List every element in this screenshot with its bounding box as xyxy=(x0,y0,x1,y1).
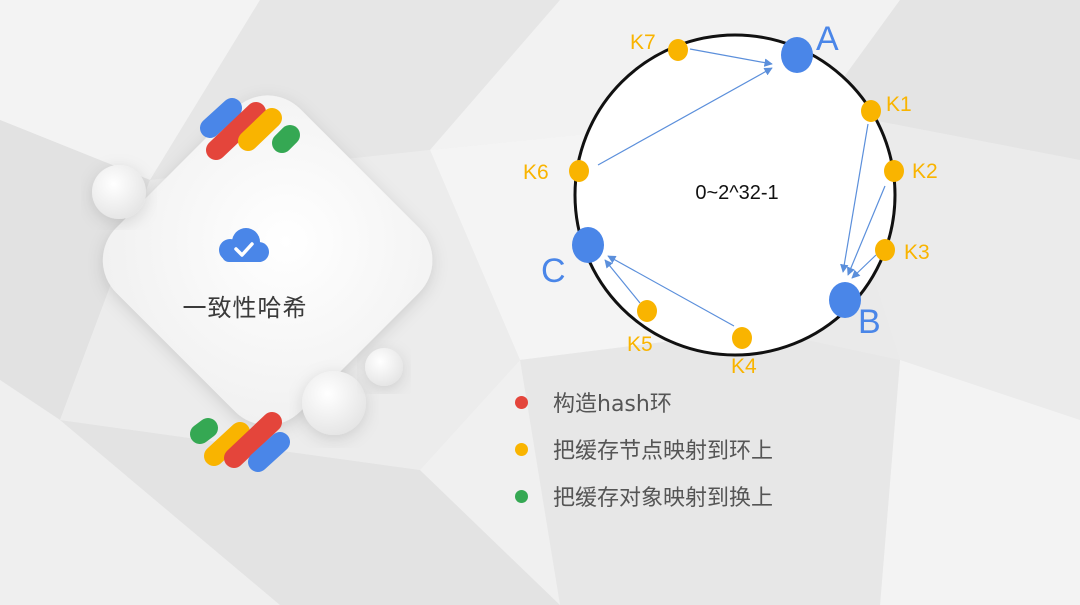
arrow-k6-to-a xyxy=(597,67,773,166)
green-bullet-icon xyxy=(515,490,528,503)
server-labels: A B C xyxy=(541,20,881,341)
hash-ring xyxy=(573,33,897,357)
key-label-k7: K7 xyxy=(630,31,656,54)
stripe-logo-top xyxy=(200,98,300,160)
server-label-b: B xyxy=(858,303,881,341)
key-node-k6 xyxy=(569,160,589,182)
server-label-a: A xyxy=(816,20,839,58)
key-label-k4: K4 xyxy=(731,355,757,378)
legend-item: 把缓存对象映射到换上 xyxy=(515,472,773,519)
key-node-k4 xyxy=(732,327,752,349)
card-title: 一致性哈希 xyxy=(182,294,308,322)
key-label-k3: K3 xyxy=(904,241,930,264)
arrow-k7-to-a xyxy=(689,48,773,67)
legend-text: 构造hash环 xyxy=(553,391,672,417)
yellow-bullet-icon xyxy=(515,443,528,456)
key-labels: K7 K1 K2 K3 K4 K5 K6 xyxy=(523,31,938,378)
legend-item: 把缓存节点映射到环上 xyxy=(515,425,773,472)
arrow-k3-to-b xyxy=(851,254,877,279)
server-nodes xyxy=(572,37,861,318)
bubble-bottom-small xyxy=(365,348,403,386)
key-node-k2 xyxy=(884,160,904,182)
legend-list: 构造hash环 把缓存节点映射到环上 把缓存对象映射到换上 xyxy=(515,378,773,519)
bubble-bottom-large xyxy=(302,371,366,435)
legend-text: 把缓存节点映射到环上 xyxy=(553,438,774,464)
key-node-k3 xyxy=(875,239,895,261)
red-bullet-icon xyxy=(515,396,528,409)
key-node-k5 xyxy=(637,300,657,322)
key-label-k2: K2 xyxy=(912,160,938,183)
key-node-k7 xyxy=(668,39,688,61)
arrow-k4-to-c xyxy=(607,255,735,327)
stripe-logo-bottom xyxy=(190,412,290,472)
arrow-k5-to-c xyxy=(604,259,641,304)
server-label-c: C xyxy=(541,252,566,290)
key-label-k1: K1 xyxy=(886,93,912,116)
cloud-check-icon xyxy=(219,228,269,262)
key-nodes xyxy=(569,39,904,349)
key-label-k5: K5 xyxy=(627,333,653,356)
arrow-k2-to-b xyxy=(847,185,886,276)
mapping-arrows xyxy=(597,48,886,327)
legend-text: 把缓存对象映射到换上 xyxy=(553,485,774,511)
server-node-c xyxy=(572,227,604,263)
key-label-k6: K6 xyxy=(523,161,549,184)
server-node-b xyxy=(829,282,861,318)
ring-range-label: 0~2^32-1 xyxy=(695,182,778,204)
key-node-k1 xyxy=(861,100,881,122)
bubble-left xyxy=(92,165,146,219)
server-node-a xyxy=(781,37,813,73)
legend-item: 构造hash环 xyxy=(515,378,773,425)
card-diamond xyxy=(102,95,433,426)
arrow-k1-to-b xyxy=(840,123,869,273)
